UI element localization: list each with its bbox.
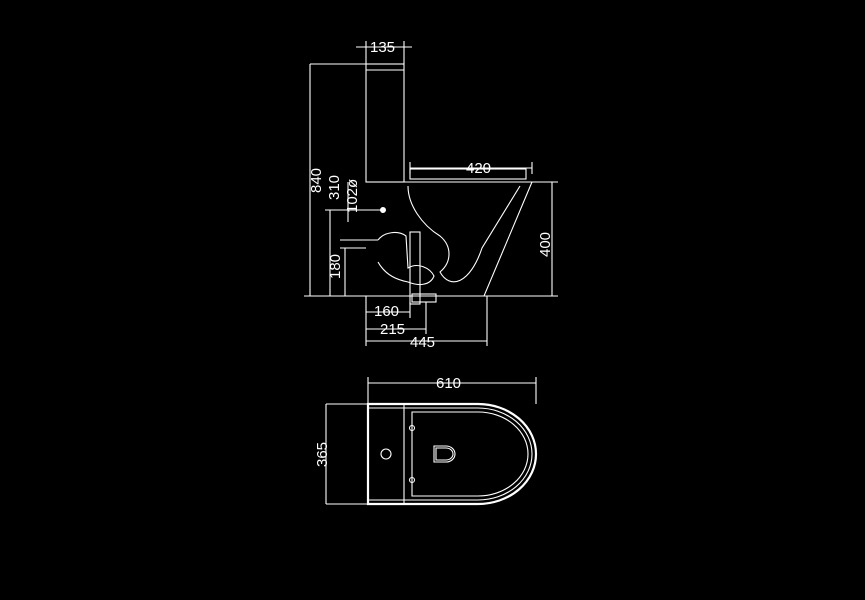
dim-445: 445	[410, 334, 435, 351]
cistern-outline	[365, 63, 405, 183]
drain-hole	[433, 445, 456, 463]
seat-hinge-top	[408, 424, 416, 432]
seat-hinge-bottom	[408, 476, 416, 484]
dim-180: 180	[327, 254, 344, 279]
toilet-body-outline	[366, 181, 533, 297]
dim-310: 310	[326, 175, 343, 200]
outlet-pipe	[409, 231, 421, 305]
pan-inner-outline	[368, 407, 533, 501]
dim-365: 365	[314, 442, 331, 467]
dim-420: 420	[466, 160, 491, 177]
dim-160: 160	[374, 303, 399, 320]
drain-hole-inner	[435, 447, 454, 461]
top-view	[366, 402, 538, 506]
top-dimensions: 610 365	[314, 375, 537, 505]
flush-button	[380, 448, 392, 460]
bowl-trap	[377, 231, 435, 286]
outlet-flange	[411, 293, 437, 303]
dim-610: 610	[436, 375, 461, 392]
side-view	[330, 63, 558, 305]
dim-102: 102ø	[344, 179, 361, 213]
seat-top-outline	[411, 411, 529, 497]
side-dimensions: 135 420 840 310 102ø 180 400 160	[304, 39, 558, 351]
dim-135: 135	[370, 39, 395, 56]
dim-400: 400	[537, 232, 554, 257]
dim-840: 840	[308, 168, 325, 193]
pan-outline	[366, 402, 538, 506]
dim-215: 215	[380, 321, 405, 338]
bowl-interior	[407, 185, 521, 283]
